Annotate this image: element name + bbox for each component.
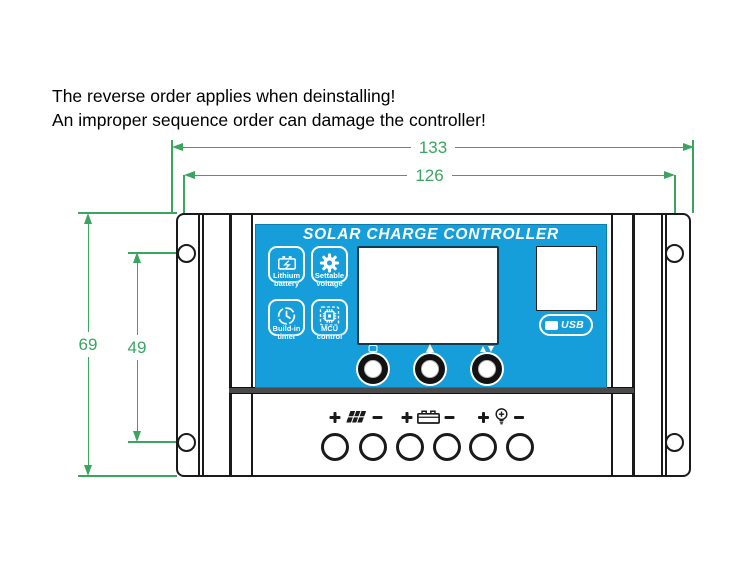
chassis-seam-line	[202, 215, 204, 475]
feature-label: control	[316, 332, 343, 342]
mounting-hole-top-left	[177, 244, 196, 263]
extension-line	[171, 140, 173, 213]
feature-label: Settable	[314, 271, 345, 281]
solar-panel-icon	[346, 411, 367, 423]
feature-badge-built-in-timer: Build-in timer	[268, 299, 305, 341]
up-down-arrow-icon	[480, 343, 494, 352]
dimension-hole-height: 49	[128, 252, 146, 442]
arrow-up-icon	[84, 213, 92, 224]
dimension-label-outer-width: 133	[418, 137, 448, 157]
arrow-right-icon	[683, 143, 694, 151]
arrow-right-icon	[664, 171, 675, 179]
button-up-down	[472, 354, 502, 384]
dimension-label-hole-height: 49	[127, 337, 147, 357]
chassis-edge-line	[229, 215, 232, 475]
terminal-load-positive	[469, 433, 497, 461]
feature-label: timer	[277, 332, 296, 342]
feature-badge-lithium-battery: Lithium battery	[268, 246, 305, 288]
feature-label: battery	[273, 279, 299, 289]
plus-icon	[478, 411, 489, 423]
load-lamp-icon	[495, 408, 508, 425]
chassis-seam-line	[611, 215, 613, 475]
settable-voltage-gear-icon	[319, 253, 340, 273]
terminal-load-negative	[506, 433, 534, 461]
terminal-battery-positive	[396, 433, 424, 461]
mounting-hole-bottom-left	[177, 433, 196, 452]
plus-icon	[401, 411, 413, 423]
usb-logo-badge: USB	[539, 314, 593, 336]
feature-label: MCU	[320, 324, 339, 334]
extension-line	[78, 475, 177, 477]
dimension-outer-height: 69	[79, 213, 97, 476]
arrow-up-icon	[133, 252, 141, 263]
dimension-label-hole-width: 126	[415, 165, 444, 185]
minus-icon	[514, 415, 524, 419]
dimension-outer-width: 133	[172, 138, 694, 156]
terminal-group-battery	[401, 407, 455, 427]
warning-text: The reverse order applies when deinstall…	[52, 84, 486, 132]
usb-label: USB	[561, 319, 585, 331]
warning-line-1: The reverse order applies when deinstall…	[52, 86, 396, 106]
extension-line	[128, 441, 195, 443]
feature-label: Build-in	[272, 324, 301, 334]
panel-title: SOLAR CHARGE CONTROLLER	[302, 226, 560, 243]
mcu-control-chip-icon	[319, 306, 340, 326]
chassis-edge-line	[632, 215, 635, 475]
extension-line	[78, 212, 177, 214]
built-in-timer-clock-icon	[277, 307, 296, 325]
terminal-battery-negative	[433, 433, 461, 461]
terminal-solar-positive	[321, 433, 349, 461]
arrow-down-icon	[84, 465, 92, 476]
feature-label: Lithium	[272, 271, 301, 281]
battery-terminal-icon	[417, 410, 440, 424]
faceplate-bottom-rail	[229, 387, 634, 394]
plus-icon	[329, 411, 341, 423]
feature-label: voltage	[316, 279, 343, 289]
feature-badge-settable-voltage: Settable voltage	[311, 246, 348, 288]
warning-line-2: An improper sequence order can damage th…	[52, 110, 486, 130]
lithium-battery-icon	[277, 256, 296, 270]
lcd-screen	[357, 246, 499, 345]
chassis-seam-line	[251, 215, 253, 475]
usb-plug-icon	[545, 320, 558, 330]
chassis-seam-line	[665, 215, 667, 475]
extension-line	[128, 252, 195, 254]
arrow-left-icon	[184, 171, 195, 179]
arrow-left-icon	[172, 143, 183, 151]
terminal-group-load	[478, 407, 524, 427]
extension-line	[692, 140, 694, 213]
arrow-down-icon	[133, 431, 141, 442]
terminal-solar-negative	[359, 433, 387, 461]
button-up	[415, 354, 445, 384]
display-icon	[368, 343, 378, 352]
dimension-hole-width: 126	[184, 166, 675, 184]
chassis-seam-line	[661, 215, 663, 475]
minus-icon	[372, 415, 383, 419]
usb-port-window	[536, 246, 597, 311]
mounting-hole-bottom-right	[665, 433, 684, 452]
extension-line	[183, 175, 185, 245]
mounting-hole-top-right	[665, 244, 684, 263]
extension-line	[674, 175, 676, 245]
terminal-group-solar	[329, 407, 383, 427]
feature-badge-mcu-control: MCU control	[311, 299, 348, 341]
minus-icon	[444, 415, 455, 419]
up-arrow-icon	[426, 343, 434, 352]
chassis-seam-line	[198, 215, 200, 475]
dimension-label-outer-height: 69	[78, 335, 98, 354]
button-display	[358, 354, 388, 384]
